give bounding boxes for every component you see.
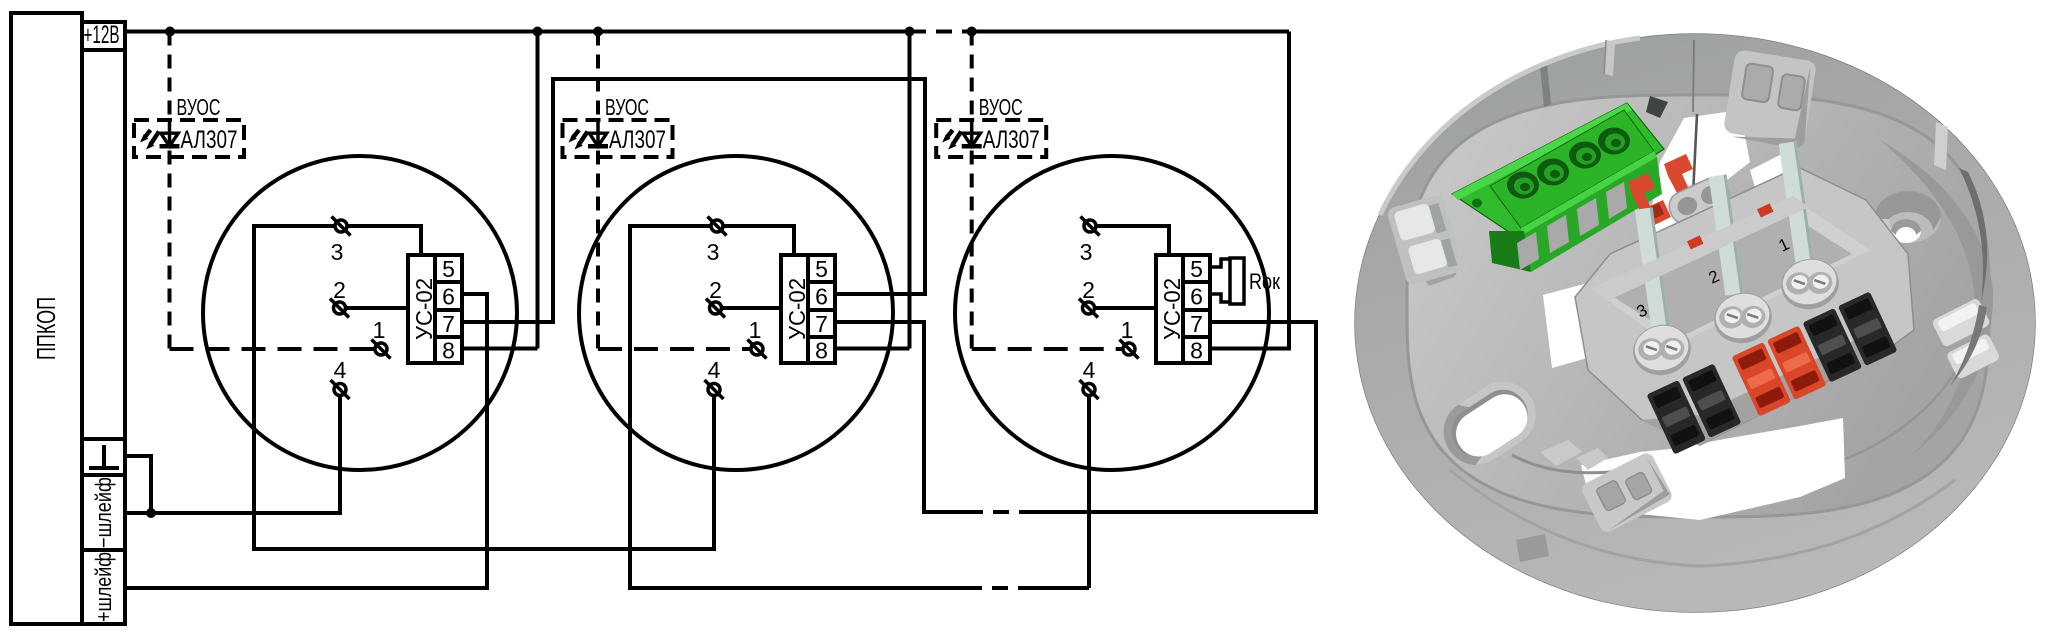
svg-text:6: 6 bbox=[442, 284, 455, 310]
svg-text:ВУОС: ВУОС bbox=[979, 94, 1023, 120]
svg-text:Rок: Rок bbox=[1249, 269, 1280, 294]
svg-text:1: 1 bbox=[373, 317, 386, 343]
svg-text:5: 5 bbox=[815, 256, 828, 282]
svg-text:2: 2 bbox=[333, 277, 346, 303]
svg-text:4: 4 bbox=[1083, 357, 1096, 383]
svg-text:3: 3 bbox=[331, 239, 344, 265]
svg-text:УС-02: УС-02 bbox=[784, 278, 810, 340]
svg-text:7: 7 bbox=[442, 311, 455, 337]
svg-text:3: 3 bbox=[1080, 239, 1093, 265]
svg-text:ВУОС: ВУОС bbox=[605, 94, 649, 120]
svg-text:АЛ307: АЛ307 bbox=[609, 126, 666, 154]
svg-text:4: 4 bbox=[334, 357, 347, 383]
svg-text:ВУОС: ВУОС bbox=[177, 94, 221, 120]
svg-text:2: 2 bbox=[709, 277, 722, 303]
svg-text:3: 3 bbox=[707, 239, 720, 265]
svg-text:8: 8 bbox=[1190, 338, 1203, 364]
svg-text:5: 5 bbox=[442, 256, 455, 282]
svg-text:АЛ307: АЛ307 bbox=[181, 126, 238, 154]
svg-text:2: 2 bbox=[1082, 277, 1095, 303]
svg-text:1: 1 bbox=[749, 317, 762, 343]
svg-text:4: 4 bbox=[708, 357, 721, 383]
svg-text:АЛ307: АЛ307 bbox=[983, 126, 1040, 154]
svg-text:+12В: +12В bbox=[84, 21, 120, 49]
svg-text:8: 8 bbox=[442, 338, 455, 364]
svg-text:7: 7 bbox=[815, 311, 828, 337]
svg-text:8: 8 bbox=[815, 338, 828, 364]
svg-text:ППКОП: ППКОП bbox=[31, 297, 61, 360]
svg-text:1: 1 bbox=[1121, 317, 1134, 343]
svg-text:−шлейф: −шлейф bbox=[91, 477, 116, 548]
svg-text:7: 7 bbox=[1190, 311, 1203, 337]
svg-text:5: 5 bbox=[1190, 256, 1203, 282]
svg-text:6: 6 bbox=[815, 284, 828, 310]
svg-text:УС-02: УС-02 bbox=[411, 278, 437, 340]
svg-text:+шлейф: +шлейф bbox=[91, 552, 116, 622]
svg-text:УС-02: УС-02 bbox=[1159, 278, 1185, 340]
svg-text:6: 6 bbox=[1190, 284, 1203, 310]
